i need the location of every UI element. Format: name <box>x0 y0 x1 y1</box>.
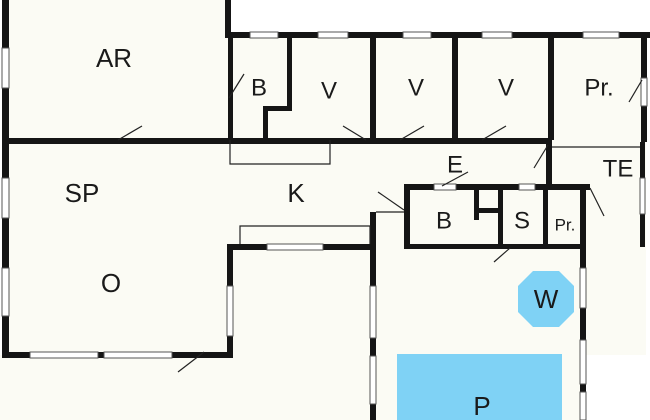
doors <box>117 73 643 373</box>
hot-tub <box>518 271 574 327</box>
room-label-v1: V <box>321 77 337 104</box>
room-label-k: K <box>287 178 305 208</box>
room-label-v2: V <box>408 74 424 101</box>
room-labels: AR B V V V Pr. E TE SP K B S Pr. O W P <box>65 43 634 420</box>
room-label-ar: AR <box>96 43 132 73</box>
room-label-s: S <box>514 207 530 234</box>
windows <box>1 31 648 420</box>
room-label-v3: V <box>498 74 514 101</box>
room-label-o: O <box>101 268 121 298</box>
room-label-te: TE <box>603 155 634 182</box>
pool <box>397 354 562 420</box>
room-label-p: P <box>473 391 490 420</box>
room-label-pr1: Pr. <box>584 74 613 101</box>
room-label-e: E <box>447 151 463 178</box>
room-label-b1: B <box>251 74 267 101</box>
room-label-sp: SP <box>65 178 100 208</box>
room-label-pr2: Pr. <box>555 215 576 234</box>
room-label-w: W <box>534 284 559 314</box>
fixtures <box>229 140 640 244</box>
room-label-b2: B <box>436 207 452 234</box>
